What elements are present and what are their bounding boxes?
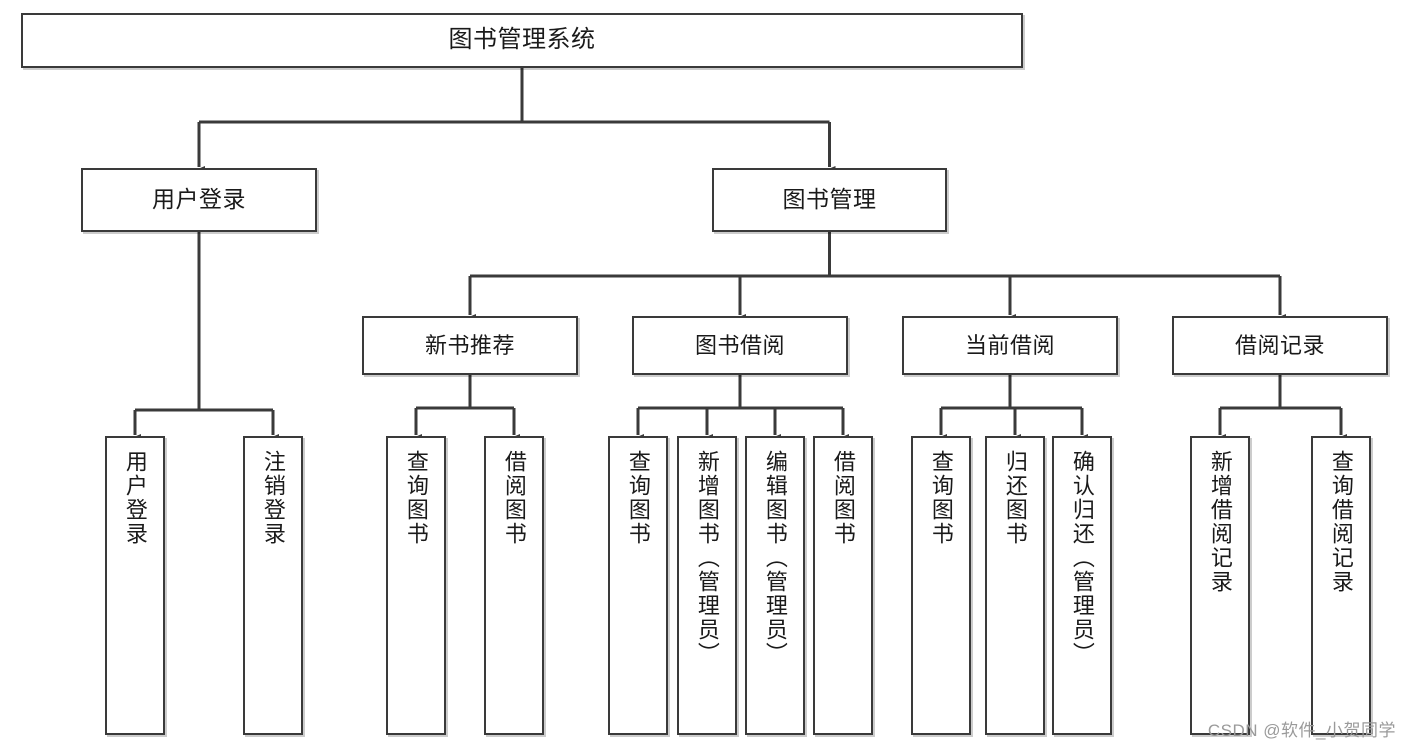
node-leaf-query-book-c-label: 查询图书	[928, 450, 954, 546]
node-new-book-recommend-label: 新书推荐	[424, 332, 515, 358]
node-leaf-return-book[interactable]: 归还图书	[985, 436, 1045, 735]
node-leaf-query-book-a[interactable]: 查询图书	[386, 436, 446, 735]
node-leaf-logout-login[interactable]: 注销登录	[243, 436, 303, 735]
node-leaf-add-book[interactable]: 新增图书（管理员）	[677, 436, 737, 735]
node-leaf-query-book-a-label: 查询图书	[403, 450, 429, 546]
node-leaf-query-record-label: 查询借阅记录	[1328, 450, 1354, 594]
node-user-login[interactable]: 用户登录	[81, 168, 317, 232]
node-leaf-user-login-label: 用户登录	[122, 450, 148, 546]
node-leaf-borrow-book-b[interactable]: 借阅图书	[813, 436, 873, 735]
node-leaf-borrow-book-a[interactable]: 借阅图书	[484, 436, 544, 735]
node-leaf-add-record[interactable]: 新增借阅记录	[1190, 436, 1250, 735]
node-book-borrow-label: 图书借阅	[694, 332, 785, 358]
node-book-manage-label: 图书管理	[782, 186, 877, 213]
node-leaf-query-book-b[interactable]: 查询图书	[608, 436, 668, 735]
node-leaf-edit-book[interactable]: 编辑图书（管理员）	[745, 436, 805, 735]
node-book-manage[interactable]: 图书管理	[712, 168, 947, 232]
node-user-login-label: 用户登录	[152, 186, 246, 213]
node-leaf-return-book-label: 归还图书	[1002, 450, 1028, 546]
node-leaf-query-book-c[interactable]: 查询图书	[911, 436, 971, 735]
node-current-borrow[interactable]: 当前借阅	[902, 316, 1118, 375]
node-leaf-confirm-return[interactable]: 确认归还（管理员）	[1052, 436, 1112, 735]
node-current-borrow-label: 当前借阅	[964, 332, 1055, 358]
node-leaf-user-login[interactable]: 用户登录	[105, 436, 165, 735]
node-leaf-add-record-label: 新增借阅记录	[1207, 450, 1233, 594]
node-leaf-borrow-book-a-label: 借阅图书	[501, 450, 527, 546]
node-borrow-record-label: 借阅记录	[1234, 332, 1325, 358]
node-leaf-add-book-label: 新增图书（管理员）	[694, 450, 720, 666]
node-leaf-query-book-b-label: 查询图书	[625, 450, 651, 546]
node-root-label: 图书管理系统	[448, 26, 596, 54]
node-root[interactable]: 图书管理系统	[21, 13, 1023, 68]
node-leaf-query-record[interactable]: 查询借阅记录	[1311, 436, 1371, 735]
csdn-watermark: CSDN @软件_小贺同学	[1207, 721, 1396, 740]
node-leaf-logout-login-label: 注销登录	[260, 450, 286, 546]
node-leaf-edit-book-label: 编辑图书（管理员）	[762, 450, 788, 666]
node-leaf-borrow-book-b-label: 借阅图书	[830, 450, 856, 546]
node-new-book-recommend[interactable]: 新书推荐	[362, 316, 578, 375]
node-book-borrow[interactable]: 图书借阅	[632, 316, 848, 375]
node-borrow-record[interactable]: 借阅记录	[1172, 316, 1388, 375]
node-leaf-confirm-return-label: 确认归还（管理员）	[1069, 450, 1095, 666]
